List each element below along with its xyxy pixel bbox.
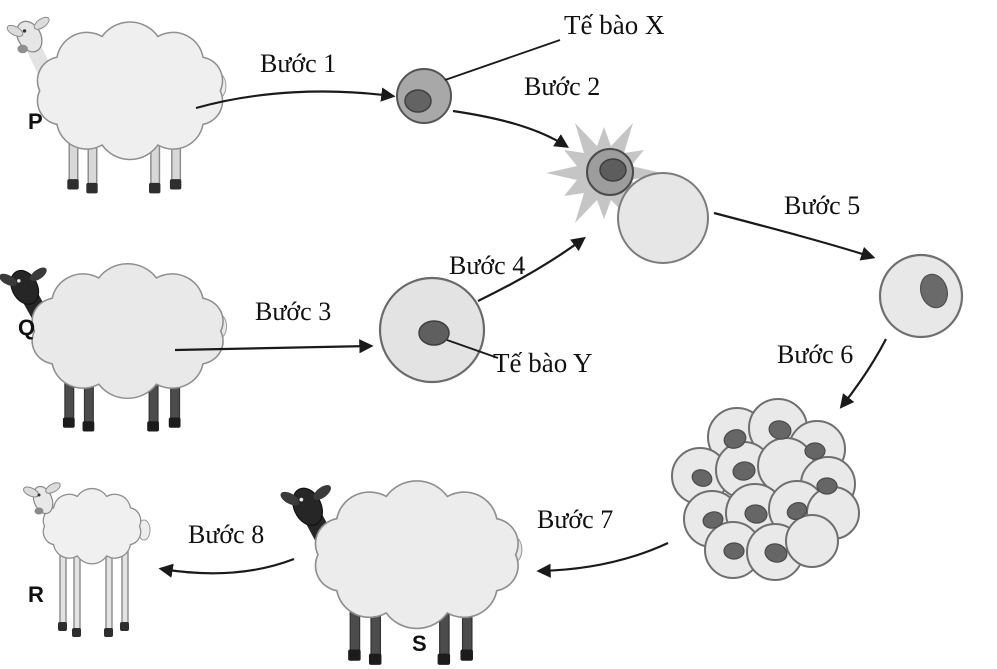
- arrow-step-6: [839, 338, 887, 409]
- arrow-step-5: [713, 211, 876, 261]
- embryo-cluster-icon: [671, 398, 860, 581]
- lamb-r-label: R: [28, 582, 44, 607]
- arrow-step-1: [195, 87, 396, 110]
- arrow-step-3: [174, 339, 374, 354]
- step-2-label: Bước 2: [524, 72, 601, 101]
- cell-fusion-icon: [546, 123, 709, 264]
- renucleated-cell-icon: [878, 253, 964, 339]
- step-6-label: Bước 6: [777, 340, 854, 369]
- step-1-label: Bước 1: [260, 49, 337, 78]
- step-3-label: Bước 3: [255, 297, 332, 326]
- arrow-step-2: [452, 109, 570, 148]
- cell-y-label: Tế bào Y: [493, 348, 593, 378]
- sheep-s-icon: [280, 480, 523, 665]
- sheep-p-label: P: [28, 109, 43, 134]
- step-7-label: Bước 7: [537, 505, 614, 534]
- sheep-q-label: Q: [18, 315, 36, 340]
- fused-egg-cell: [617, 172, 709, 264]
- cell-x-pointer-line: [444, 39, 561, 81]
- step-5-label: Bước 5: [784, 191, 861, 220]
- cell-x-icon: [396, 68, 452, 124]
- lamb-r-icon: [23, 482, 151, 637]
- cell-y-icon: [378, 276, 486, 384]
- arrow-step-7: [536, 542, 669, 578]
- cell-y-pointer-line: [446, 339, 499, 359]
- sheep-q-icon: [0, 263, 228, 432]
- cell-x-label: Tế bào X: [564, 10, 665, 40]
- sheep-p-icon: [6, 16, 227, 194]
- arrow-step-4: [477, 236, 586, 302]
- arrow-step-8: [158, 557, 295, 578]
- step-8-label: Bước 8: [188, 520, 265, 549]
- step-4-label: Bước 4: [449, 251, 526, 280]
- sheep-s-label: S: [412, 631, 427, 656]
